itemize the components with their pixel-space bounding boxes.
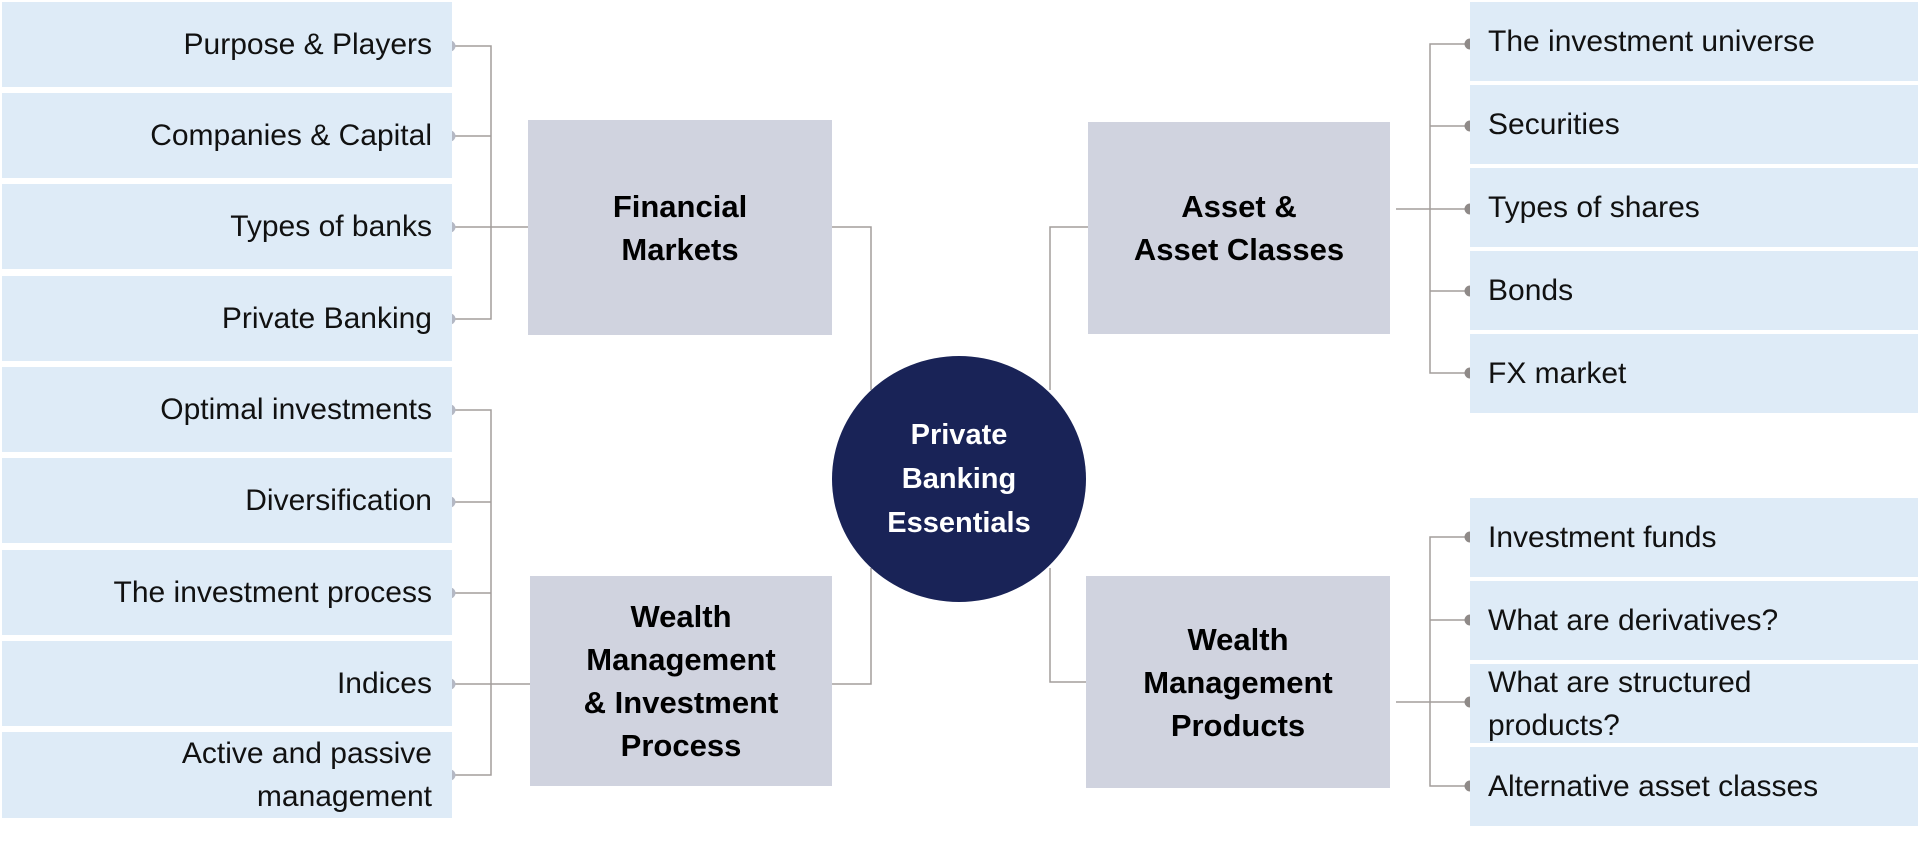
leaf-investment-funds: Investment funds <box>1470 498 1918 577</box>
leaf-label: Types of banks <box>230 210 432 243</box>
leaf-label: FX market <box>1488 357 1627 390</box>
leaf-purpose-players: Purpose & Players <box>2 2 452 87</box>
leaf-label: Optimal investments <box>160 393 432 426</box>
category-label: Asset & Asset Classes <box>1133 189 1345 267</box>
leaf-alternative-asset-classes: Alternative asset classes <box>1470 747 1918 826</box>
leaf-structured-products: What are structured products? <box>1470 664 1918 743</box>
center-label: Private Banking Essentials <box>887 419 1031 539</box>
leaf-indices: Indices <box>2 641 452 726</box>
leaf-investment-universe: The investment universe <box>1470 2 1918 81</box>
leaf-companies-capital: Companies & Capital <box>2 93 452 178</box>
connector-center-financial-markets <box>832 226 872 390</box>
leaf-types-of-banks: Types of banks <box>2 184 452 269</box>
leaf-label: Active and passive management <box>181 737 432 813</box>
leaf-securities: Securities <box>1470 85 1918 164</box>
leaf-investment-process: The investment process <box>2 550 452 635</box>
connector-financial-markets-branch <box>450 45 528 320</box>
leaf-optimal-investments: Optimal investments <box>2 367 452 452</box>
connector-asset-classes-branch <box>1396 43 1470 374</box>
leaf-label: Indices <box>336 667 432 700</box>
category-asset-classes: Asset & Asset Classes <box>1088 122 1390 334</box>
category-wealth-management-process: Wealth Management & Investment Process <box>530 576 832 786</box>
leaf-label: The investment universe <box>1488 25 1815 58</box>
leaf-label: What are structured products? <box>1488 665 1752 742</box>
connector-center-wealth-process <box>832 568 872 685</box>
category-wealth-management-products: Wealth Management Products <box>1086 576 1390 788</box>
category-label: Financial Markets <box>612 188 748 267</box>
leaf-label: Alternative asset classes <box>1488 770 1819 803</box>
leaf-label: What are derivatives? <box>1488 604 1779 637</box>
connector-center-wm-products <box>1049 568 1088 683</box>
center-node: Private Banking Essentials <box>832 356 1086 602</box>
leaf-label: The investment process <box>113 576 432 609</box>
category-label: Wealth Management Products <box>1143 621 1333 743</box>
leaf-derivatives: What are derivatives? <box>1470 581 1918 660</box>
leaf-label: Diversification <box>245 484 432 517</box>
leaf-active-passive-management: Active and passive management <box>2 732 452 818</box>
leaf-label: Investment funds <box>1488 521 1717 554</box>
connector-center-asset-classes <box>1049 226 1088 390</box>
leaf-label: Bonds <box>1488 274 1574 307</box>
connector-wealth-process-branch <box>450 409 530 776</box>
leaf-bonds: Bonds <box>1470 251 1918 330</box>
leaf-types-of-shares: Types of shares <box>1470 168 1918 247</box>
leaf-fx-market: FX market <box>1470 334 1918 413</box>
leaf-private-banking: Private Banking <box>2 276 452 361</box>
leaf-label: Types of shares <box>1488 191 1700 224</box>
category-financial-markets: Financial Markets <box>528 120 832 335</box>
connector-wm-products-branch <box>1396 536 1470 787</box>
leaf-label: Companies & Capital <box>150 119 432 152</box>
leaf-diversification: Diversification <box>2 458 452 543</box>
leaf-label: Purpose & Players <box>183 28 432 61</box>
leaf-label: Securities <box>1488 108 1620 141</box>
category-label: Wealth Management & Investment Process <box>583 599 779 763</box>
leaf-label: Private Banking <box>221 302 432 335</box>
